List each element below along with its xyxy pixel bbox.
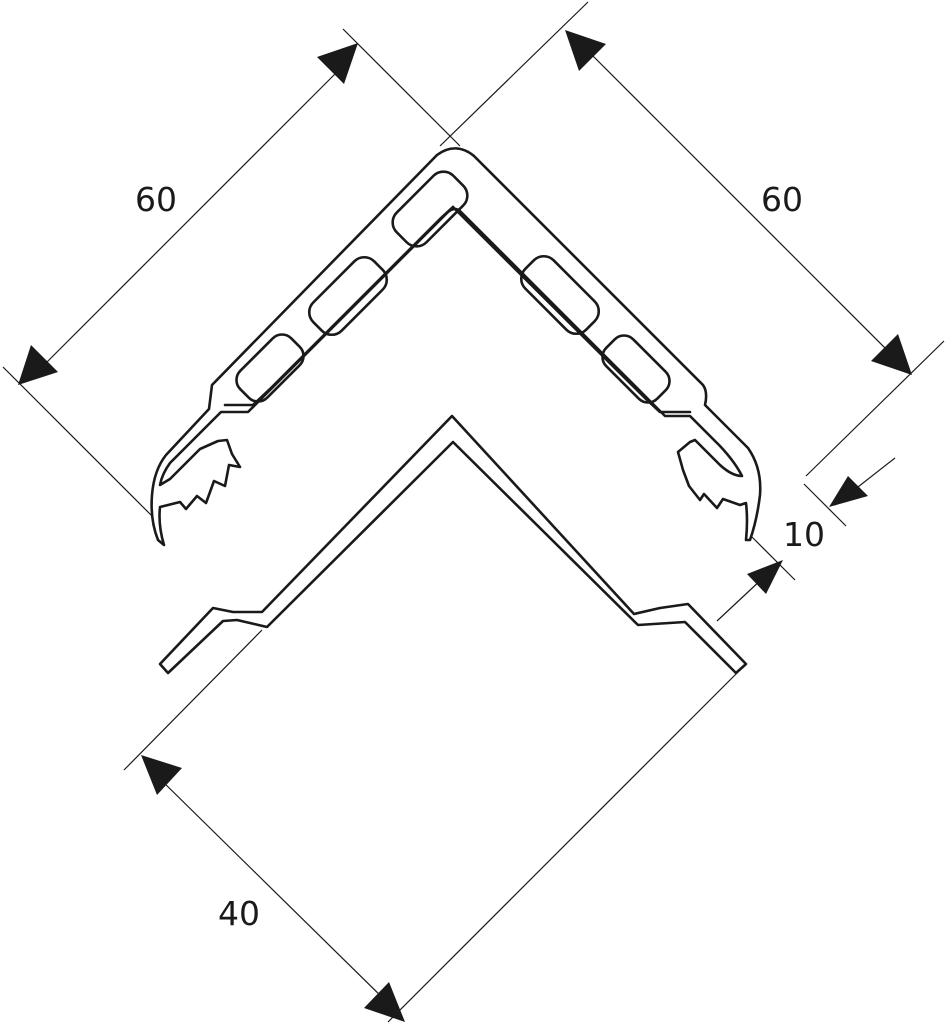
- dimension-bottom: [123, 629, 739, 1023]
- ext-line-tl-2: [2, 366, 154, 518]
- dimension-thickness: [716, 457, 896, 622]
- arrow-tl-lower: [18, 345, 58, 385]
- dimension-top-left: [2, 28, 461, 518]
- dim-line-tl: [39, 67, 342, 370]
- dimension-label-top-left: 60: [135, 180, 177, 219]
- base-outer-contour: [158, 414, 748, 675]
- dimension-label-top-right: 60: [761, 180, 803, 219]
- cap-inner-rim: [451, 205, 692, 414]
- arrow-tr-upper: [565, 30, 606, 71]
- dim-line-b: [155, 774, 391, 1006]
- ext-line-tl-1: [342, 28, 461, 147]
- base-profile: [158, 414, 748, 675]
- chamber-2: [307, 255, 389, 337]
- chamber-3: [235, 333, 305, 403]
- ext-line-b-2: [387, 671, 739, 1023]
- dim-line-tr: [582, 45, 899, 362]
- arrow-th-lower: [747, 560, 783, 594]
- cap-profile: [150, 147, 762, 547]
- dimension-top-right: [439, 1, 945, 477]
- ext-line-tr-1: [439, 1, 589, 147]
- arrow-b-lower: [364, 982, 405, 1022]
- chamber-4: [519, 254, 601, 336]
- chamber-5: [601, 334, 671, 404]
- arrow-tl-upper: [317, 43, 358, 84]
- arrow-b-upper: [141, 755, 182, 795]
- dimension-label-thickness: 10: [783, 515, 825, 554]
- ext-line-th-1: [750, 535, 796, 581]
- arrow-tr-lower: [871, 334, 912, 375]
- ext-line-tr-2: [805, 340, 945, 477]
- dim-line-th-lower: [716, 577, 764, 622]
- cap-inner-rim-left: [223, 205, 455, 407]
- chamber-1: [391, 170, 469, 248]
- ext-line-th-2: [803, 483, 847, 527]
- arrow-th-upper: [829, 476, 868, 507]
- ext-line-b-1: [123, 629, 263, 771]
- cap-outer-contour: [150, 147, 762, 547]
- dimension-label-bottom: 40: [218, 894, 260, 933]
